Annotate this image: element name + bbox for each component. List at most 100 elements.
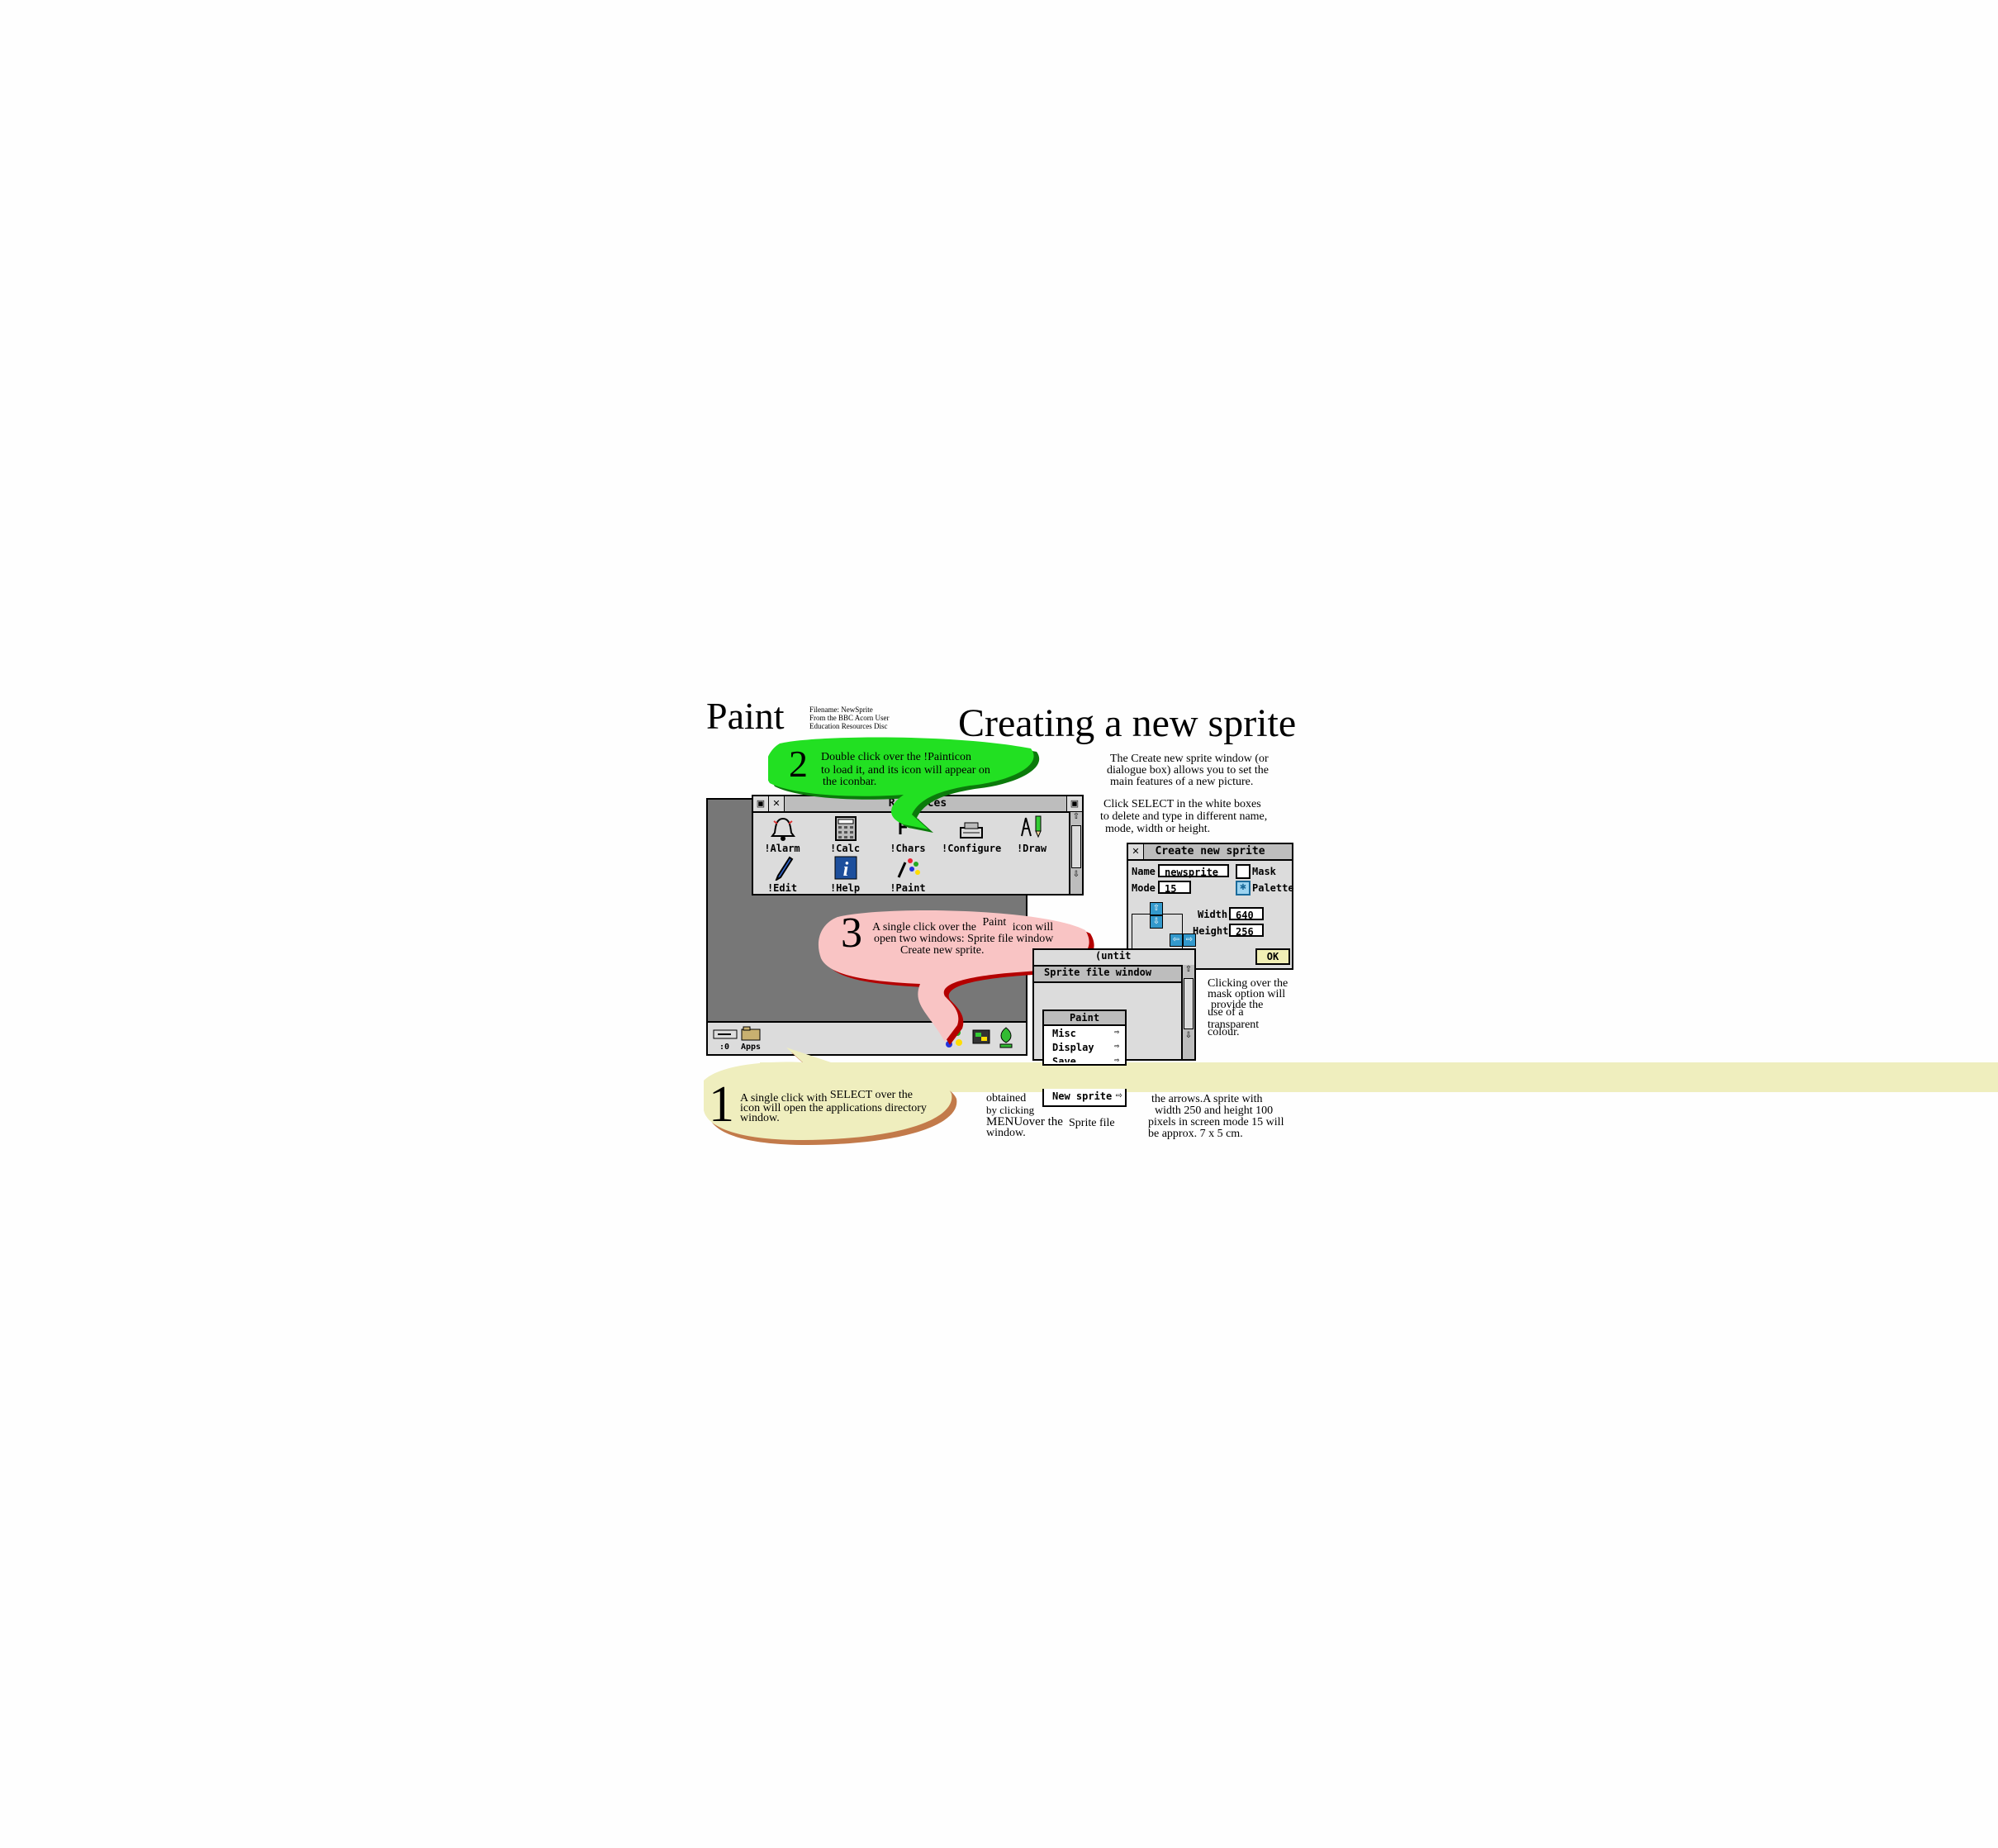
icon-label-edit[interactable]: !Edit	[766, 882, 798, 894]
mode-field[interactable]: 15	[1158, 881, 1191, 895]
drive-label: :0	[719, 1043, 730, 1052]
submenu-arrow-icon: ⇨	[1113, 1042, 1119, 1051]
menu-item-save[interactable]: Save ⇨	[1052, 1056, 1122, 1062]
menu-over-text: MENUover the	[986, 1115, 1063, 1128]
configure-icon[interactable]	[958, 816, 985, 841]
callout-step3-paint: Paint	[982, 916, 1007, 929]
callout-step3-line1: A single click over the Paint icon will	[872, 917, 1053, 934]
calculator-icon[interactable]	[833, 816, 859, 841]
submenu-arrow-icon: ⇨	[1113, 1056, 1119, 1062]
icon-label-alarm[interactable]: !Alarm	[764, 843, 800, 854]
callout-step2-line: the iconbar.	[823, 776, 877, 788]
icon-label-draw[interactable]: !Draw	[1016, 843, 1047, 854]
callout-step1-number: 1	[709, 1076, 734, 1133]
sprite-file-title-strip	[1034, 965, 1181, 983]
callout-step2-number: 2	[789, 743, 808, 785]
icon-label-configure[interactable]: !Configure	[942, 843, 1002, 854]
create-sprite-window[interactable]: Create new sprite ✕ Name newsprite Mask …	[1127, 843, 1294, 970]
intro-text: The Create new sprite window (or dialogu…	[1107, 753, 1269, 788]
scroll-thumb[interactable]	[1184, 978, 1194, 1029]
width-field[interactable]: 640	[1229, 907, 1264, 921]
svg-text:i: i	[843, 859, 849, 881]
scroll-down-icon[interactable]: ⇩	[1072, 870, 1080, 879]
apps-label: Apps	[741, 1043, 762, 1052]
menu-item-misc[interactable]: Misc ⇨	[1052, 1028, 1122, 1039]
mask-text: Clicking over the mask option will provi…	[1208, 978, 1288, 1038]
close-icon[interactable]: ✕	[769, 796, 785, 811]
new-sprite-menu-entry[interactable]: New sprite ⇨	[1042, 1089, 1127, 1107]
edit-icon[interactable]	[770, 856, 796, 881]
close-icon[interactable]: ✕	[1128, 844, 1144, 859]
paint-menu[interactable]: Paint Misc ⇨ Display ⇨ Save ⇨	[1042, 1010, 1127, 1066]
height-down-arrow-icon[interactable]: ⇩	[1150, 915, 1163, 929]
width-left-arrow-icon[interactable]: ⇦	[1170, 934, 1183, 947]
sprite-file-window-label: Sprite file window	[1044, 967, 1152, 978]
mask-line: Clicking over the	[1208, 977, 1288, 990]
page-title-paint: Paint	[706, 695, 785, 737]
iconbar: :0 Apps	[706, 1021, 1027, 1056]
callout-step1-select: SELECT over the	[829, 1089, 913, 1101]
height-field[interactable]: 256	[1229, 924, 1264, 938]
height-up-arrow-icon[interactable]: ⇧	[1150, 902, 1163, 915]
vertical-scrollbar[interactable]: ⇧ ⇩	[1181, 965, 1194, 1059]
mask-checkbox[interactable]	[1236, 864, 1251, 879]
size-line: be approx. 7 x 5 cm.	[1148, 1128, 1243, 1140]
callout-step3-number: 3	[841, 910, 862, 957]
width-right-arrow-icon[interactable]: ⇨	[1183, 934, 1196, 947]
scroll-thumb[interactable]	[1071, 825, 1081, 868]
size-line: pixels in screen mode 15 will	[1148, 1116, 1284, 1128]
new-sprite-label: New sprite	[1052, 1090, 1113, 1102]
click-line: Click SELECT in the white boxes	[1103, 798, 1261, 810]
bell-icon[interactable]	[770, 816, 796, 841]
callout-step2-line: Double click over the !Painticon	[821, 751, 971, 763]
back-icon[interactable]: ▣	[753, 796, 769, 811]
callout-step3-text: A single click over the Paint icon will …	[872, 917, 1053, 957]
size-line: width 250 and height 100	[1155, 1105, 1274, 1117]
callout-step1-text-a: A single click with	[740, 1092, 828, 1105]
icon-label-help[interactable]: !Help	[829, 882, 861, 894]
file-info: Filename: NewSprite From the BBC Acorn U…	[809, 705, 890, 730]
intro-line: main features of a new picture.	[1110, 776, 1254, 788]
callout-step1-line2: icon will open the applications director…	[740, 1102, 927, 1114]
scroll-up-icon[interactable]: ⇧	[1072, 812, 1080, 821]
menu-item-label: Display	[1052, 1042, 1094, 1053]
name-field[interactable]: newsprite	[1158, 864, 1229, 878]
display-icon[interactable]	[972, 1029, 990, 1048]
intro-line: dialogue box) allows you to set the	[1107, 764, 1269, 777]
create-sprite-title: Create new sprite	[1128, 844, 1292, 861]
floppy-drive-icon[interactable]	[713, 1028, 738, 1041]
scroll-up-icon[interactable]: ⇧	[1184, 965, 1193, 974]
callout-step2-shape	[768, 737, 1040, 833]
intro-line: The Create new sprite window (or	[1110, 753, 1269, 765]
menu-item-display[interactable]: Display ⇨	[1052, 1042, 1122, 1053]
palette-label: Palette	[1252, 882, 1294, 894]
help-icon[interactable]: i	[833, 856, 859, 881]
callout-step3-text-a: A single click over the	[872, 921, 976, 934]
mask-line: mask option will	[1208, 988, 1286, 1000]
mode-label: Mode	[1132, 882, 1156, 894]
draw-icon[interactable]	[1019, 815, 1046, 839]
scroll-down-icon[interactable]: ⇩	[1184, 1031, 1193, 1040]
callout-step1-line3: window.	[740, 1112, 780, 1124]
task-manager-icon[interactable]	[997, 1026, 1015, 1049]
file-info-line: From the BBC Acorn User	[809, 714, 890, 722]
sprite-file-text: Sprite file	[1069, 1117, 1115, 1129]
ok-button[interactable]: OK	[1255, 948, 1290, 965]
toggle-size-icon[interactable]: ▣	[1066, 796, 1082, 811]
vertical-scrollbar[interactable]: ⇧ ⇩	[1069, 812, 1082, 894]
paint-icon[interactable]	[895, 856, 922, 881]
height-label: Height	[1193, 925, 1229, 937]
submenu-arrow-icon: ⇨	[1113, 1028, 1119, 1037]
size-line: the arrows.A sprite with	[1151, 1093, 1263, 1105]
icon-label-calc[interactable]: !Calc	[829, 843, 861, 854]
apps-icon[interactable]	[741, 1026, 761, 1041]
mask-label: Mask	[1252, 866, 1276, 877]
mask-line: provide the	[1211, 999, 1264, 1011]
palette-checkbox[interactable]: ✱	[1236, 881, 1251, 895]
file-info-line: Filename: NewSprite	[809, 705, 873, 714]
obtained-line: obtained	[986, 1092, 1027, 1105]
callout-step2-text: Double click over the !Painticon to load…	[821, 752, 990, 788]
callout-step3-shape	[818, 910, 1094, 1045]
icon-label-chars[interactable]: !Chars	[890, 843, 926, 854]
icon-label-paint[interactable]: !Paint	[890, 882, 926, 894]
